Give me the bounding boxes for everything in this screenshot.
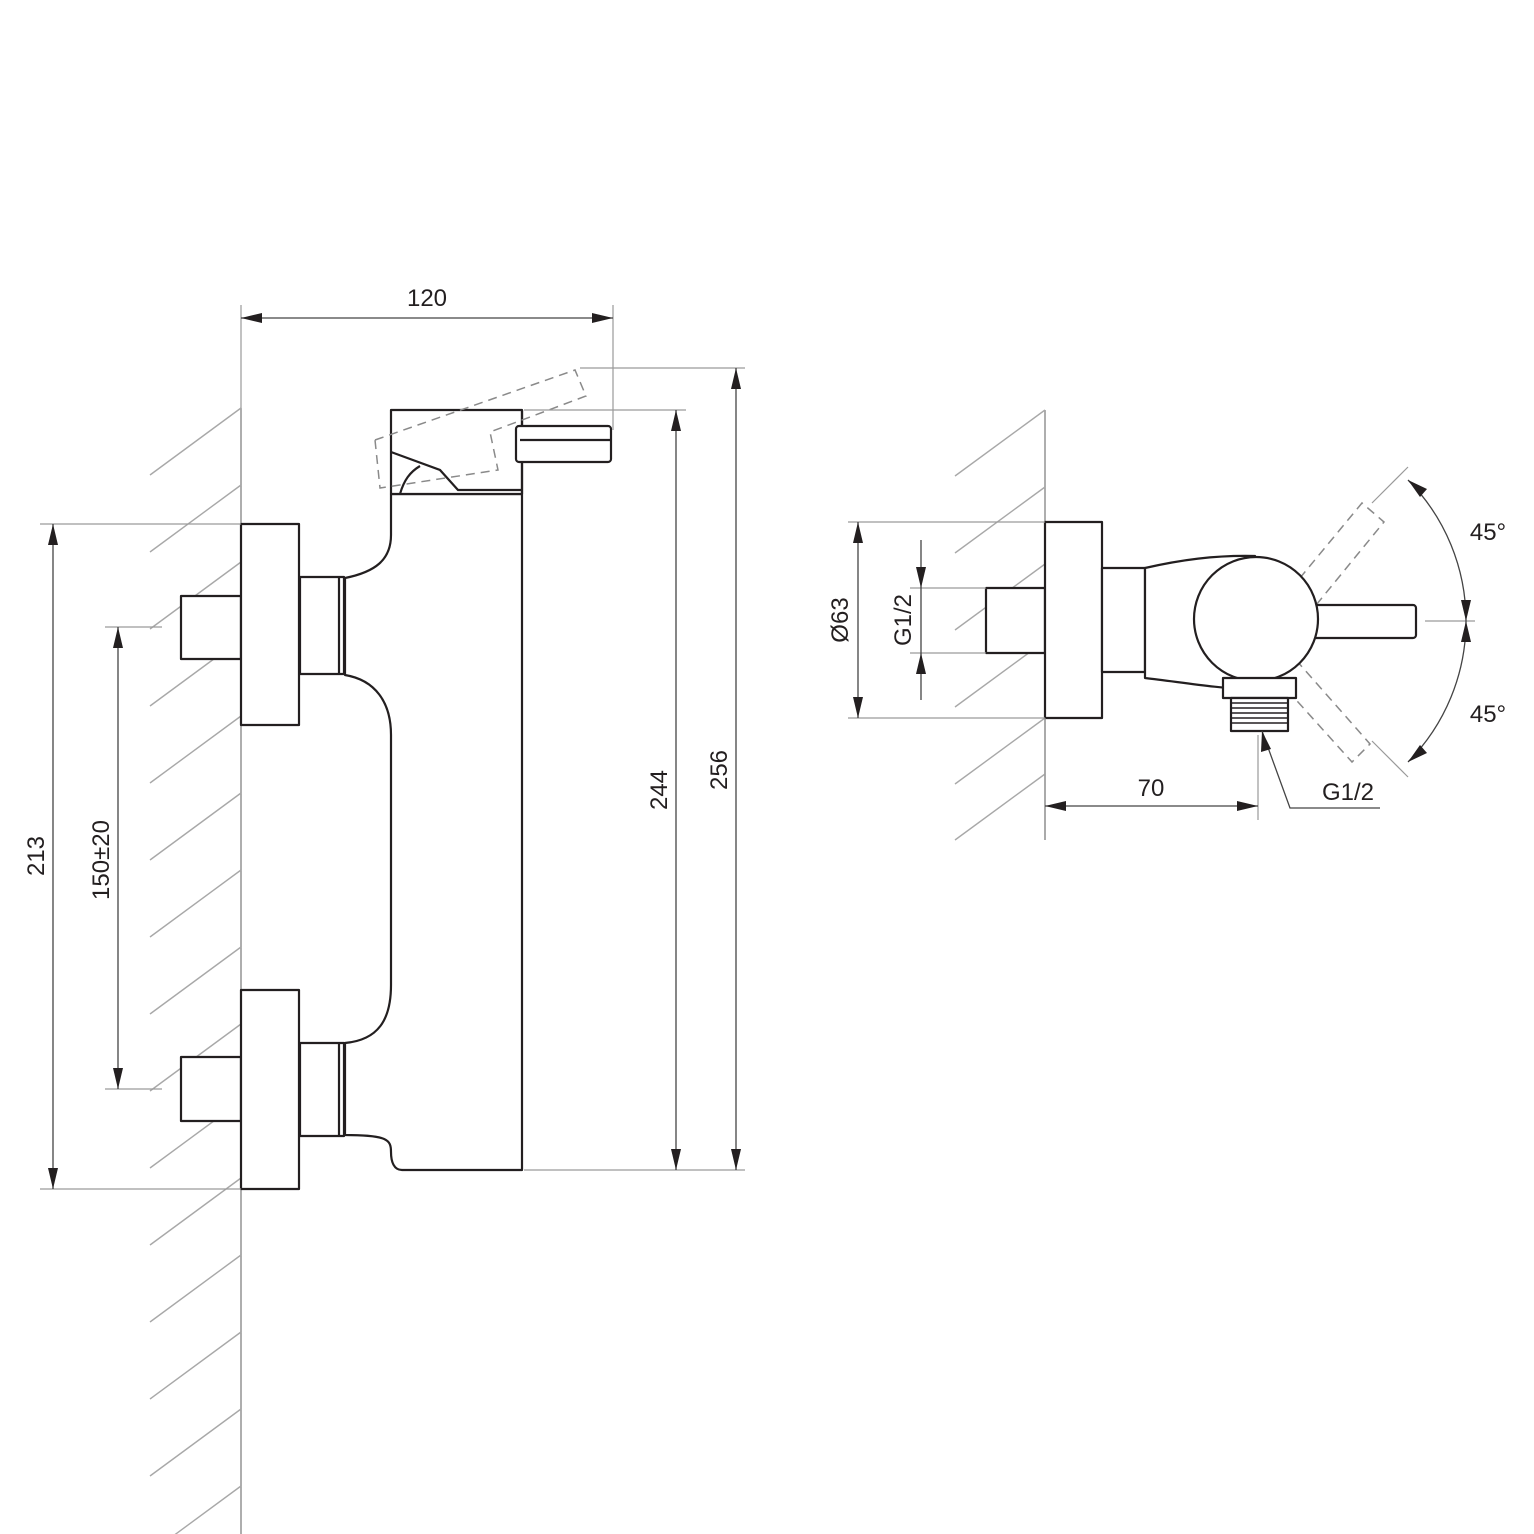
lever bbox=[514, 424, 613, 464]
side-wall bbox=[149, 407, 242, 1534]
threaded-outlet bbox=[1221, 676, 1298, 733]
front-pipe-stub bbox=[984, 586, 1047, 655]
dim-width-120: 120 bbox=[407, 285, 447, 312]
dim-g12-inlet: G1/2 bbox=[890, 594, 917, 646]
upper-eccentric bbox=[298, 575, 346, 676]
lever-alt-up bbox=[1289, 501, 1386, 611]
dim-150: 150±20 bbox=[88, 820, 115, 900]
dim-height-244: 244 bbox=[646, 770, 673, 810]
angle-arc-lower bbox=[1407, 620, 1467, 763]
upper-rosette bbox=[239, 522, 301, 727]
side-view: 120 256 244 213 150±20 bbox=[23, 285, 745, 1534]
outlet-leader bbox=[1261, 730, 1380, 809]
lever-alt-down bbox=[1279, 659, 1372, 764]
angle-arc-upper bbox=[1407, 479, 1467, 622]
mixer-body bbox=[343, 492, 524, 1172]
dim-diameter-63: Ø63 bbox=[827, 597, 854, 642]
dim-213: 213 bbox=[23, 836, 50, 876]
front-rosette bbox=[1043, 520, 1104, 720]
dim-g12-outlet: G1/2 bbox=[1322, 779, 1374, 806]
lever-alt-position bbox=[374, 369, 587, 489]
lower-pipe-stub bbox=[179, 1055, 243, 1123]
lower-rosette bbox=[239, 988, 301, 1191]
front-view: Ø63 G1/2 70 G1/2 45° 45° bbox=[827, 409, 1506, 841]
angle-45-lower: 45° bbox=[1470, 701, 1506, 728]
dim-height-256: 256 bbox=[706, 750, 733, 790]
lower-eccentric bbox=[298, 1041, 346, 1138]
upper-pipe-stub bbox=[179, 594, 243, 661]
cartridge-cap bbox=[389, 408, 524, 496]
front-knob bbox=[1192, 555, 1320, 683]
angle-45-upper: 45° bbox=[1470, 519, 1506, 546]
front-eccentric bbox=[1100, 566, 1147, 674]
dim-70: 70 bbox=[1138, 775, 1165, 802]
